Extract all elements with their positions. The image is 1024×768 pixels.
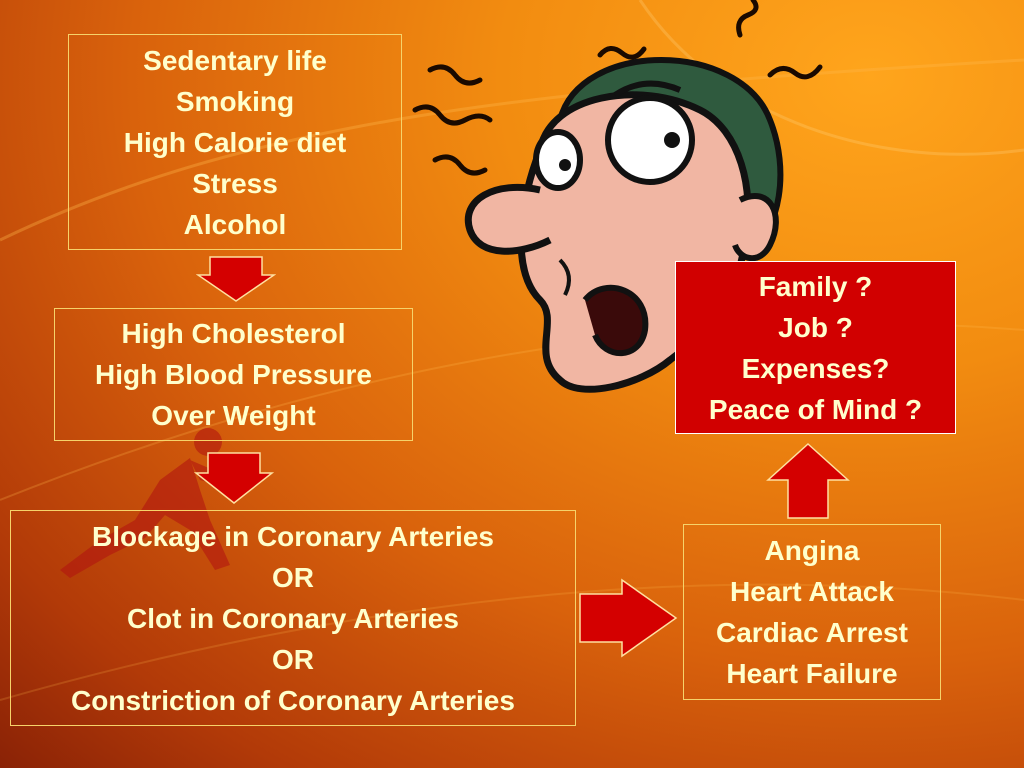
risk-factor-item: Smoking (175, 85, 295, 117)
blockage-item: Blockage in Coronary Arteries (92, 520, 494, 552)
outcome-item: Cardiac Arrest (716, 617, 908, 648)
up-arrow-icon (766, 442, 850, 519)
risk-factors-box: Sedentary life Smoking High Calorie diet… (68, 34, 402, 250)
condition-item: Over Weight (151, 400, 316, 431)
condition-item: High Cholesterol (121, 318, 346, 349)
worry-item: Job ? (778, 311, 853, 343)
right-arrow-icon (579, 578, 678, 658)
worry-item: Peace of Mind ? (708, 393, 923, 425)
blockage-box: Blockage in Coronary Arteries OR Clot in… (10, 510, 576, 726)
outcome-item: Heart Attack (730, 576, 894, 607)
blockage-item: Clot in Coronary Arteries (127, 602, 459, 634)
outcomes-box: Angina Heart Attack Cardiac Arrest Heart… (683, 524, 941, 700)
down-arrow-icon (194, 452, 274, 504)
worried-face-illustration (412, 0, 823, 393)
outcome-item: Angina (764, 535, 860, 566)
risk-factor-item: High Calorie diet (123, 126, 347, 158)
worries-box: Family ? Job ? Expenses? Peace of Mind ? (675, 261, 956, 434)
outcome-item: Heart Failure (726, 658, 898, 689)
blockage-item: Constriction of Coronary Arteries (71, 684, 515, 716)
blockage-item: OR (272, 643, 314, 675)
risk-factor-item: Alcohol (183, 208, 287, 240)
risk-factor-item: Stress (192, 167, 278, 199)
down-arrow-icon (196, 256, 276, 302)
conditions-box: High Cholesterol High Blood Pressure Ove… (54, 308, 413, 441)
blockage-item: OR (272, 561, 314, 593)
risk-factor-item: Sedentary life (143, 44, 327, 76)
worry-item: Family ? (758, 270, 873, 302)
condition-item: High Blood Pressure (95, 359, 372, 390)
worry-item: Expenses? (741, 352, 890, 384)
